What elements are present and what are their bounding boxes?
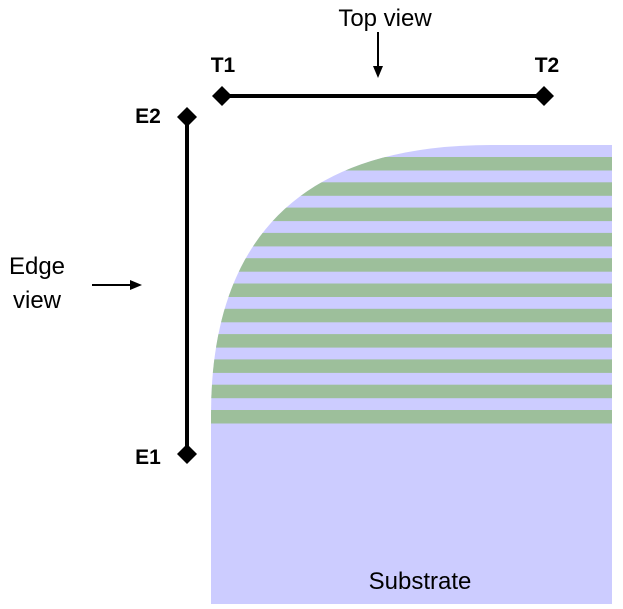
substrate-label: Substrate (369, 568, 472, 595)
layer-stripe (211, 157, 612, 171)
t1-marker (212, 86, 232, 106)
e1-label: E1 (135, 446, 161, 469)
e2-label: E2 (135, 105, 161, 128)
layer-stripe (211, 258, 612, 272)
t1-label: T1 (211, 54, 236, 77)
edge-view-label-line1: Edge (9, 253, 65, 280)
edge-view-arrowhead (130, 280, 142, 290)
e1-marker (177, 444, 197, 464)
layer-stripe (211, 283, 612, 297)
layer-stripe (211, 334, 612, 348)
layer-stripes (211, 157, 612, 424)
layer-stripe (211, 232, 612, 247)
layer-stripe (211, 359, 612, 373)
layer-stripe (211, 308, 612, 323)
edge-view-label-line2: view (13, 287, 62, 314)
layer-stripe (211, 207, 612, 222)
t2-label: T2 (535, 54, 560, 77)
layer-stripe (211, 182, 612, 196)
layer-stripe (211, 384, 612, 399)
t2-marker (534, 86, 554, 106)
e2-marker (177, 107, 197, 127)
top-view-label: Top view (338, 5, 432, 32)
layer-stripe (211, 410, 612, 424)
top-view-arrowhead (373, 66, 383, 78)
